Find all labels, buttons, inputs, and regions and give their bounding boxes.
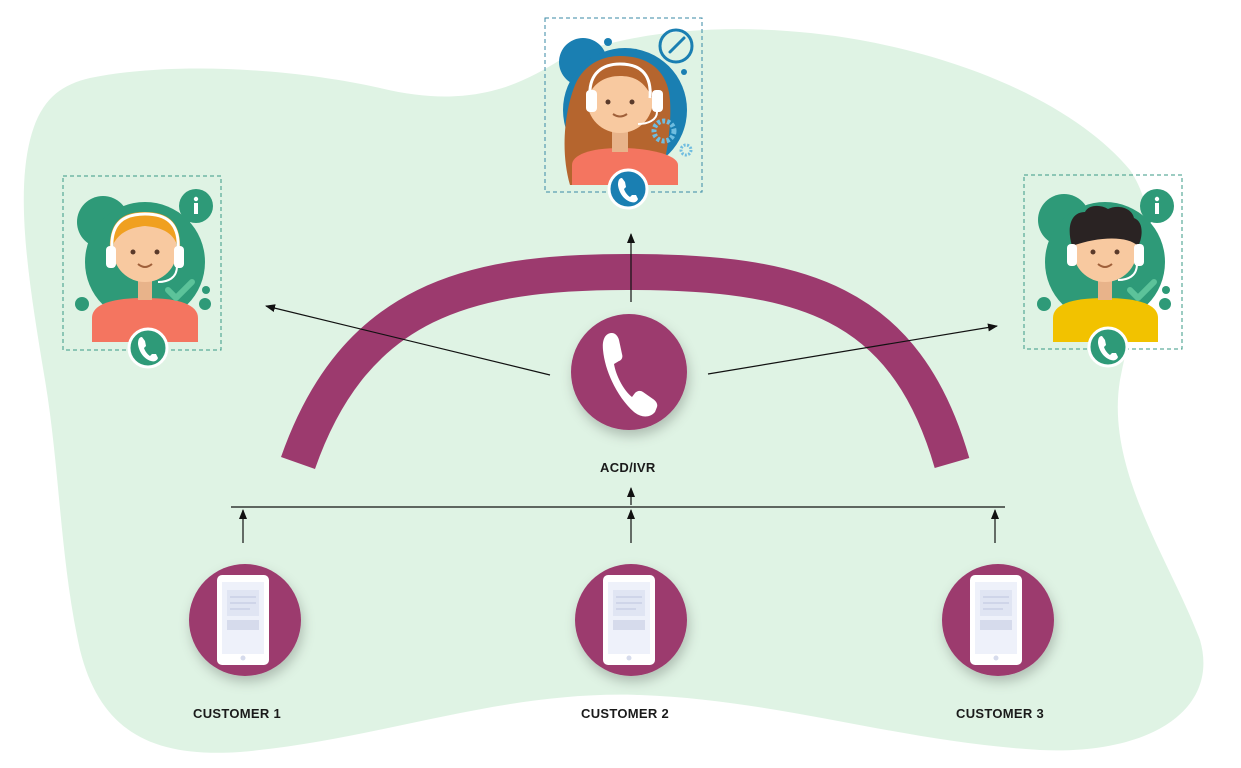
phone-icon: [602, 333, 658, 417]
acd-ivr-hub: [571, 314, 687, 430]
agent-left: [62, 175, 222, 369]
hub-to-agent-left-arrow: [265, 304, 551, 376]
hub-to-agent-right-arrow: [707, 323, 998, 375]
customer-3-label: CUSTOMER 3: [956, 706, 1044, 721]
agent-top: [544, 17, 703, 210]
agent-right-call-badge: [1087, 326, 1129, 368]
agent-left-frame: [62, 175, 222, 351]
phone-icon: [618, 178, 638, 203]
clock-icon: [658, 28, 694, 64]
info-icon: [179, 189, 213, 228]
customer-2-label: CUSTOMER 2: [581, 706, 669, 721]
smartphone-icon: [603, 575, 655, 665]
check-icon: [1127, 279, 1157, 301]
check-icon: [165, 279, 195, 301]
customer-1-label: CUSTOMER 1: [193, 706, 281, 721]
smartphone-icon: [217, 575, 269, 665]
info-icon: [1140, 189, 1174, 228]
routing-arc: [281, 253, 970, 469]
agent-left-call-badge: [127, 327, 169, 369]
gear-icon: [651, 118, 693, 157]
hub-label: ACD/IVR: [600, 460, 656, 475]
phone-icon: [138, 337, 158, 362]
agent-top-call-badge: [607, 168, 649, 210]
agent-right-frame: [1023, 174, 1183, 350]
customer-2-node: [575, 564, 687, 676]
agent-right: [1023, 174, 1183, 368]
customer-3-node: [942, 564, 1054, 676]
customer-1-node: [189, 564, 301, 676]
smartphone-icon: [970, 575, 1022, 665]
phone-icon: [1098, 336, 1118, 361]
